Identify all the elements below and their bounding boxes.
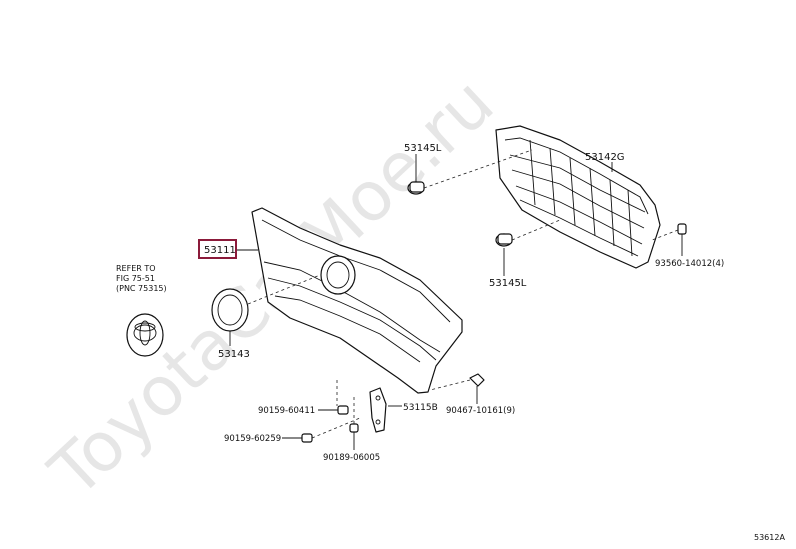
label-53145l-lower[interactable]: 53145L	[489, 278, 527, 289]
label-93560[interactable]: 93560-14012(4)	[655, 259, 724, 269]
refer-note-line2[interactable]: FIG 75-51	[116, 274, 155, 283]
grille-insert-53142g[interactable]	[495, 125, 661, 269]
label-53143[interactable]: 53143	[218, 349, 250, 360]
clip-53145l-lower[interactable]	[495, 233, 513, 247]
bolt-90159-60259[interactable]	[301, 433, 313, 443]
clip-90467[interactable]	[469, 373, 485, 387]
label-53145l-upper[interactable]: 53145L	[404, 143, 442, 154]
refer-note-line3: (PNC 75315)	[116, 284, 167, 293]
refer-note-line1: REFER TO	[116, 264, 156, 273]
label-53142g[interactable]: 53142G	[585, 152, 625, 163]
emblem-53143[interactable]	[211, 288, 249, 332]
bracket-53115b[interactable]	[369, 387, 387, 433]
clip-53145l-upper[interactable]	[407, 181, 425, 195]
label-90159-60411[interactable]: 90159-60411	[258, 406, 315, 416]
label-90189[interactable]: 90189-06005	[323, 453, 380, 463]
label-90159-60259[interactable]: 90159-60259	[224, 434, 281, 444]
diagram-code: 53612A	[754, 533, 785, 542]
label-53111[interactable]: 53111	[204, 245, 236, 256]
label-90467[interactable]: 90467-10161(9)	[446, 406, 515, 416]
highlight-box-53111	[198, 239, 237, 259]
radiator-grille-53111[interactable]	[251, 207, 463, 394]
screw-93560[interactable]	[677, 223, 687, 242]
bolt-90159-60411[interactable]	[337, 405, 349, 415]
label-53115b[interactable]: 53115B	[403, 403, 438, 413]
toyota-emblem-icon	[126, 313, 164, 357]
nut-90189-06005[interactable]	[349, 423, 359, 433]
